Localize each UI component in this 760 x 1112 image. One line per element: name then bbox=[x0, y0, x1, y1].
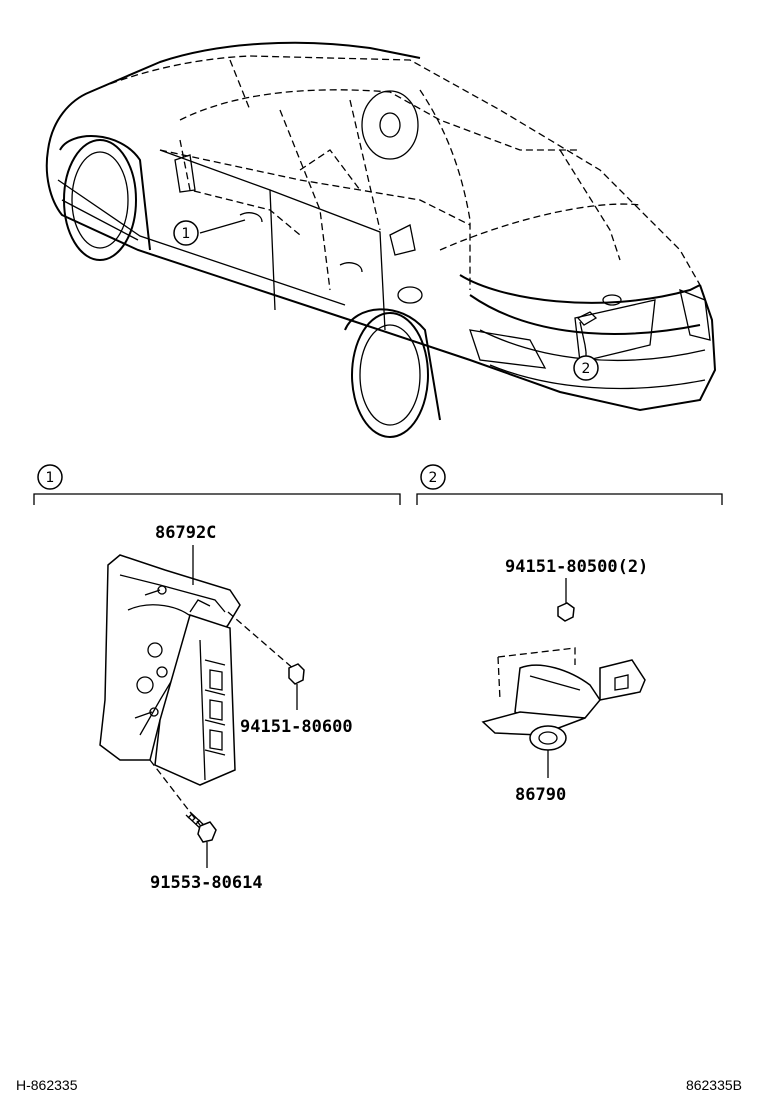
callout-1: 1 bbox=[173, 220, 199, 246]
section-2-header: 2 bbox=[416, 464, 723, 505]
footer-right-code: 862335B bbox=[686, 1077, 742, 1093]
part-86790-drawing bbox=[481, 647, 646, 778]
label-86790: 86790 bbox=[515, 785, 566, 805]
svg-text:2: 2 bbox=[429, 470, 438, 486]
label-86792c: 86792C bbox=[155, 523, 216, 543]
bolt-91553-80614 bbox=[185, 811, 217, 868]
callout-2: 2 bbox=[573, 355, 599, 381]
vehicle-illustration bbox=[45, 41, 717, 438]
nut-94151-80600 bbox=[288, 663, 305, 710]
label-94151-80500: 94151-80500(2) bbox=[505, 557, 648, 577]
part-86792c-drawing bbox=[99, 554, 296, 826]
svg-text:1: 1 bbox=[46, 470, 55, 486]
svg-text:1: 1 bbox=[182, 226, 191, 242]
nut-94151-80500 bbox=[557, 578, 575, 622]
section-1-header: 1 bbox=[33, 464, 401, 505]
label-91553-80614: 91553-80614 bbox=[150, 873, 263, 893]
footer-left-code: H-862335 bbox=[16, 1077, 78, 1093]
label-94151-80600: 94151-80600 bbox=[240, 717, 353, 737]
svg-text:2: 2 bbox=[582, 361, 591, 377]
